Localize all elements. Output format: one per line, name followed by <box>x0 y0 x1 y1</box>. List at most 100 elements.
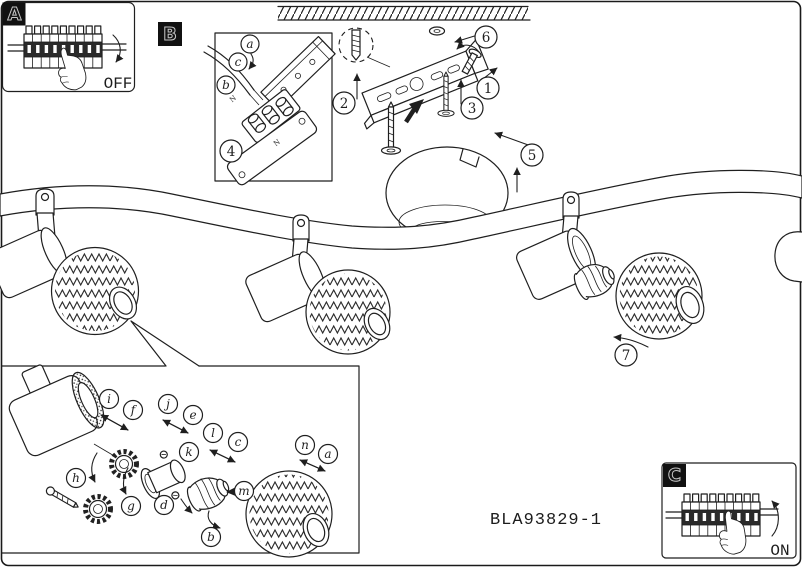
svg-text:6: 6 <box>482 30 491 46</box>
svg-text:7: 7 <box>622 348 631 364</box>
panel-b-label-badge <box>158 22 182 46</box>
terminal-marking: N <box>272 138 282 148</box>
panel-b: B N N <box>158 22 336 186</box>
part-callout-a: a <box>317 443 339 465</box>
step5-arrow-icon <box>494 131 532 147</box>
part-callout-i: i <box>98 388 120 410</box>
switch-up-arrow-icon <box>771 500 780 537</box>
part-callout-n: n <box>294 434 316 456</box>
exploded-screw-pin <box>45 486 79 508</box>
double-arrow-icon <box>100 414 129 431</box>
screw-head <box>428 26 446 36</box>
double-arrow-icon <box>299 459 326 472</box>
switch-down-arrow-icon <box>112 34 124 63</box>
svg-text:3: 3 <box>468 101 477 117</box>
breaker-on-illustration <box>665 493 780 556</box>
canopy-notch <box>459 148 480 168</box>
part-callout-b: b <box>200 526 222 548</box>
rotate-arrow-icon <box>456 41 480 53</box>
svg-text:e: e <box>189 408 196 422</box>
part-callout-k: k <box>178 441 200 463</box>
exploded-bulb <box>186 477 230 512</box>
part-callout-h: h <box>65 467 87 489</box>
mounting-bracket-illustration <box>338 26 532 193</box>
machine-screw <box>461 48 482 75</box>
spotlight-shade-detached <box>615 252 705 340</box>
svg-text:c: c <box>235 55 242 69</box>
svg-text:l: l <box>211 426 215 440</box>
mounting-plate <box>226 110 318 186</box>
exploded-housing <box>8 364 105 457</box>
svg-text:4: 4 <box>227 144 236 160</box>
svg-text:2: 2 <box>340 96 349 112</box>
exploded-retainer-ring <box>109 449 139 479</box>
wire-a-arrow-icon <box>248 53 257 70</box>
svg-text:h: h <box>72 471 80 485</box>
svg-text:i: i <box>107 392 111 406</box>
on-label: ON <box>770 542 789 560</box>
spotlight-2 <box>245 214 391 355</box>
part-number: BLA93829-1 <box>490 511 602 530</box>
exploded-inset-frame <box>1 365 360 554</box>
spotlight-shade <box>305 269 391 355</box>
spotlight-4-partial <box>774 231 802 283</box>
curved-arrow-icon <box>119 467 129 495</box>
svg-text:c: c <box>235 435 242 449</box>
step-callout-1: 1 <box>476 76 500 100</box>
insert-arrow-icon <box>404 106 417 124</box>
part-callout-l: l <box>202 422 224 444</box>
wire-callout-c: c <box>228 52 248 72</box>
panel-a: A OFF <box>1 1 136 93</box>
step-callout-3: 3 <box>460 96 484 120</box>
off-label: OFF <box>104 75 133 93</box>
halogen-bulb <box>573 264 615 301</box>
step-callout-7: 7 <box>614 343 638 367</box>
part-callout-m: m <box>233 480 255 502</box>
insert-arrow-head <box>409 99 424 114</box>
panel-a-label-badge <box>2 2 26 26</box>
spotlight-body <box>516 227 597 300</box>
wire-callout-a: a <box>240 34 260 54</box>
panel-c-label: C <box>668 465 681 486</box>
spotlight-body <box>0 227 68 299</box>
curved-arrow-icon <box>180 498 193 514</box>
part-callout-f: f <box>122 399 144 421</box>
svg-text:d: d <box>160 498 168 512</box>
panel-b-label: B <box>163 24 177 45</box>
svg-text:b: b <box>207 530 215 544</box>
terminal-block-illustration: N N <box>203 35 336 186</box>
spotlight-1 <box>0 188 140 336</box>
terminal-marking: N <box>228 94 238 104</box>
part-callout-c: c <box>227 431 249 453</box>
svg-text:k: k <box>185 445 192 459</box>
spotlight-3 <box>516 191 705 348</box>
svg-text:a: a <box>324 447 331 461</box>
wave-track-rail <box>0 169 802 250</box>
curved-arrow-icon <box>88 452 98 483</box>
svg-text:5: 5 <box>528 148 537 164</box>
double-arrow-icon <box>162 419 189 434</box>
svg-text:g: g <box>127 499 135 513</box>
wall-anchor-detail <box>338 27 391 68</box>
ceiling-hatch-icon <box>277 5 531 21</box>
breaker-off-illustration <box>7 25 127 92</box>
part-callout-j: j <box>157 393 179 415</box>
svg-text:m: m <box>238 484 249 498</box>
svg-text:a: a <box>246 37 253 51</box>
panel-c-label-badge <box>663 464 686 487</box>
svg-text:f: f <box>130 403 138 417</box>
exploded-socket <box>140 450 186 500</box>
step-callout-4: 4 <box>219 139 243 163</box>
part-callout-g: g <box>120 495 142 517</box>
svg-text:n: n <box>301 438 309 452</box>
exploded-shade <box>245 470 333 558</box>
detail-leader-lines <box>130 320 200 367</box>
part-callout-e: e <box>182 404 204 426</box>
step-callout-2: 2 <box>332 91 356 115</box>
step-callout-6: 6 <box>474 25 498 49</box>
spotlight-shade <box>50 246 140 336</box>
exploded-view-inset: i f j e l c k n a h g d m b <box>1 364 360 558</box>
part-callout-d: d <box>153 494 175 516</box>
svg-text:1: 1 <box>484 81 493 97</box>
